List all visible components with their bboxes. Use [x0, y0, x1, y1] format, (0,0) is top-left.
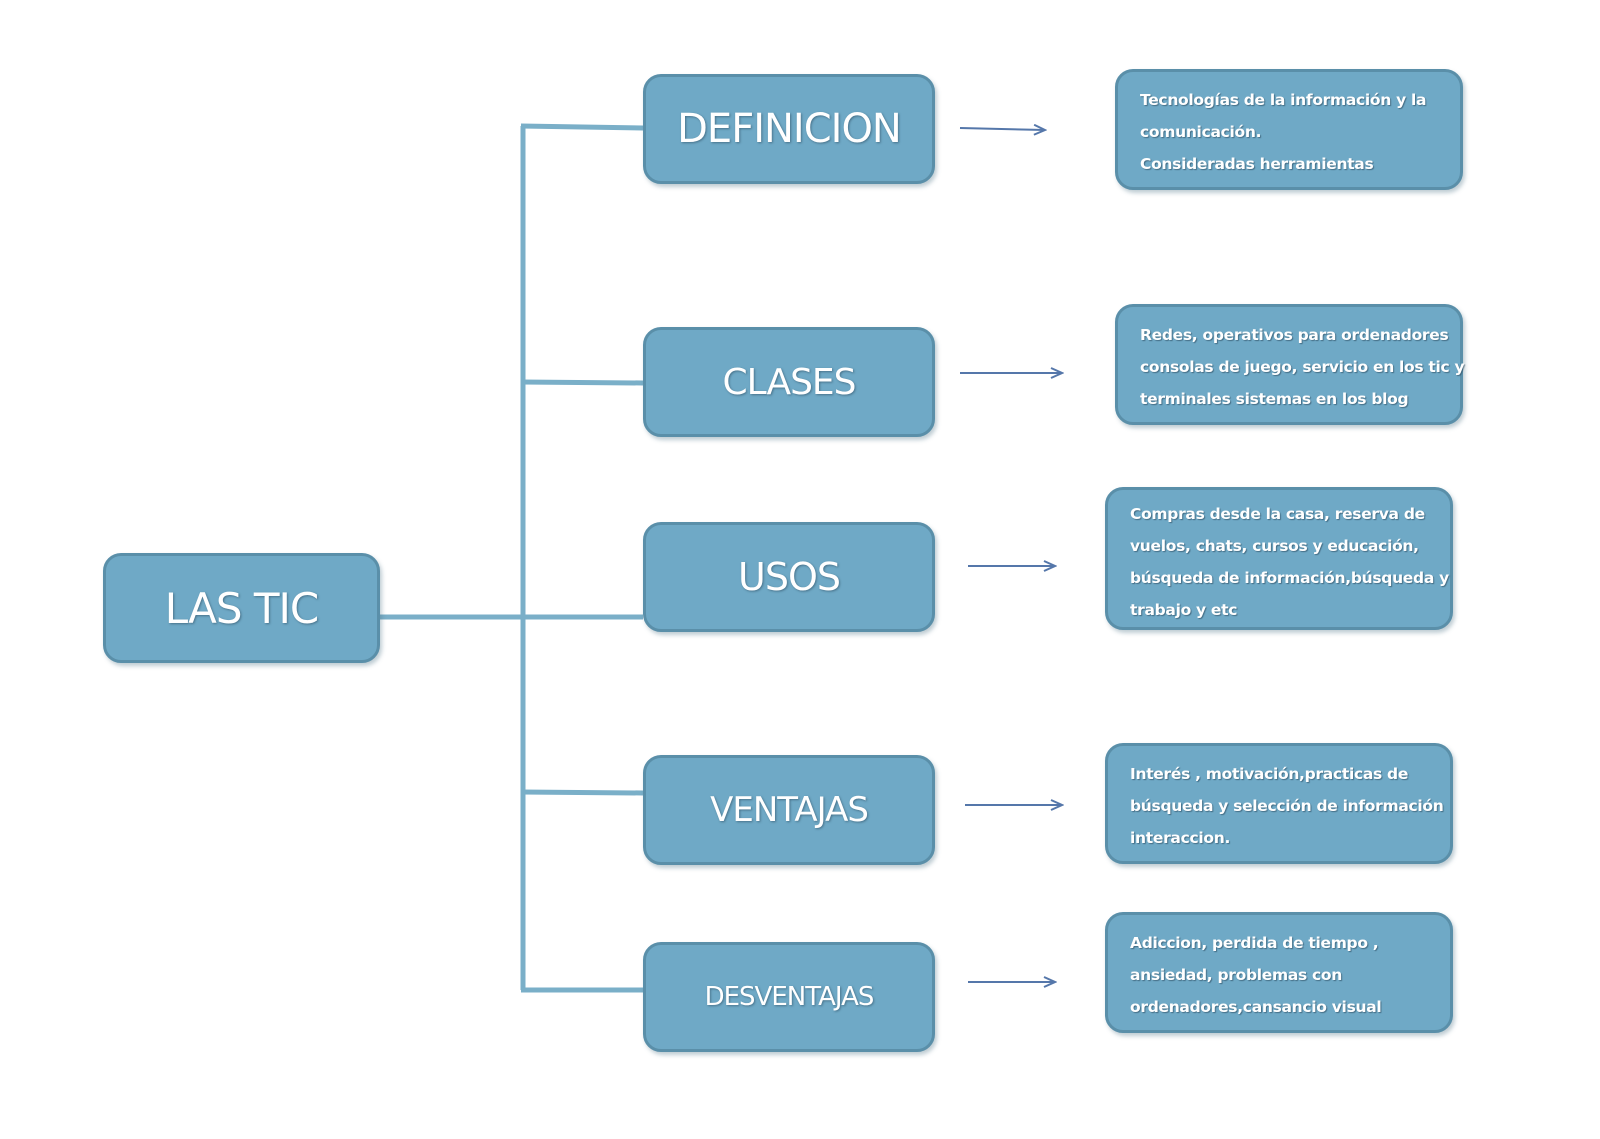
branch-connector-clases: [520, 379, 644, 386]
detail-line: Consideradas herramientas: [1140, 155, 1374, 173]
detail-line: trabajo y etc: [1130, 601, 1238, 619]
branch-connector-definicion: [520, 123, 644, 131]
branch-node-clases: CLASES: [643, 327, 935, 437]
branch-label-ventajas: VENTAJAS: [710, 790, 869, 830]
branch-label-desventajas: DESVENTAJAS: [704, 982, 875, 1012]
branch-label-definicion: DEFINICION: [677, 106, 902, 152]
detail-box-usos: Compras desde la casa, reserva de vuelos…: [1105, 487, 1453, 630]
detail-line: consolas de juego, servicio en los tic y: [1140, 358, 1465, 376]
detail-box-definicion: Tecnologías de la información y la comun…: [1115, 69, 1463, 190]
detail-box-clases: Redes, operativos para ordenadores conso…: [1115, 304, 1465, 425]
detail-line: vuelos, chats, cursos y educación,: [1130, 537, 1419, 555]
branch-node-desventajas: DESVENTAJAS: [643, 942, 935, 1052]
root-label: LAS TIC: [164, 583, 319, 633]
branch-node-definicion: DEFINICION: [643, 74, 935, 184]
detail-line: Adiccion, perdida de tiempo ,: [1130, 934, 1379, 952]
branch-label-usos: USOS: [738, 555, 841, 599]
detail-line: ordenadores,cansancio visual: [1130, 998, 1382, 1016]
detail-box-ventajas: Interés , motivación,practicas de búsque…: [1105, 743, 1453, 864]
detail-line: Tecnologías de la información y la: [1140, 91, 1427, 109]
detail-line: búsqueda de información,búsqueda y: [1130, 569, 1449, 587]
branch-connector-ventajas: [520, 789, 644, 796]
detail-line: interaccion.: [1130, 829, 1231, 847]
detail-line: comunicación.: [1140, 123, 1262, 141]
detail-box-desventajas: Adiccion, perdida de tiempo , ansiedad, …: [1105, 912, 1453, 1033]
root-node: LAS TIC: [103, 553, 380, 663]
branch-node-ventajas: VENTAJAS: [643, 755, 935, 865]
detail-line: Interés , motivación,practicas de: [1130, 765, 1409, 783]
detail-line: Redes, operativos para ordenadores: [1140, 326, 1449, 344]
detail-line: ansiedad, problemas con: [1130, 966, 1342, 984]
detail-line: búsqueda y selección de información: [1130, 797, 1444, 815]
detail-line: terminales sistemas en los blog: [1140, 390, 1409, 408]
branch-label-clases: CLASES: [722, 361, 856, 403]
branch-node-usos: USOS: [643, 522, 935, 632]
arrow-definicion: [959, 128, 1045, 130]
detail-line: Compras desde la casa, reserva de: [1130, 505, 1425, 523]
